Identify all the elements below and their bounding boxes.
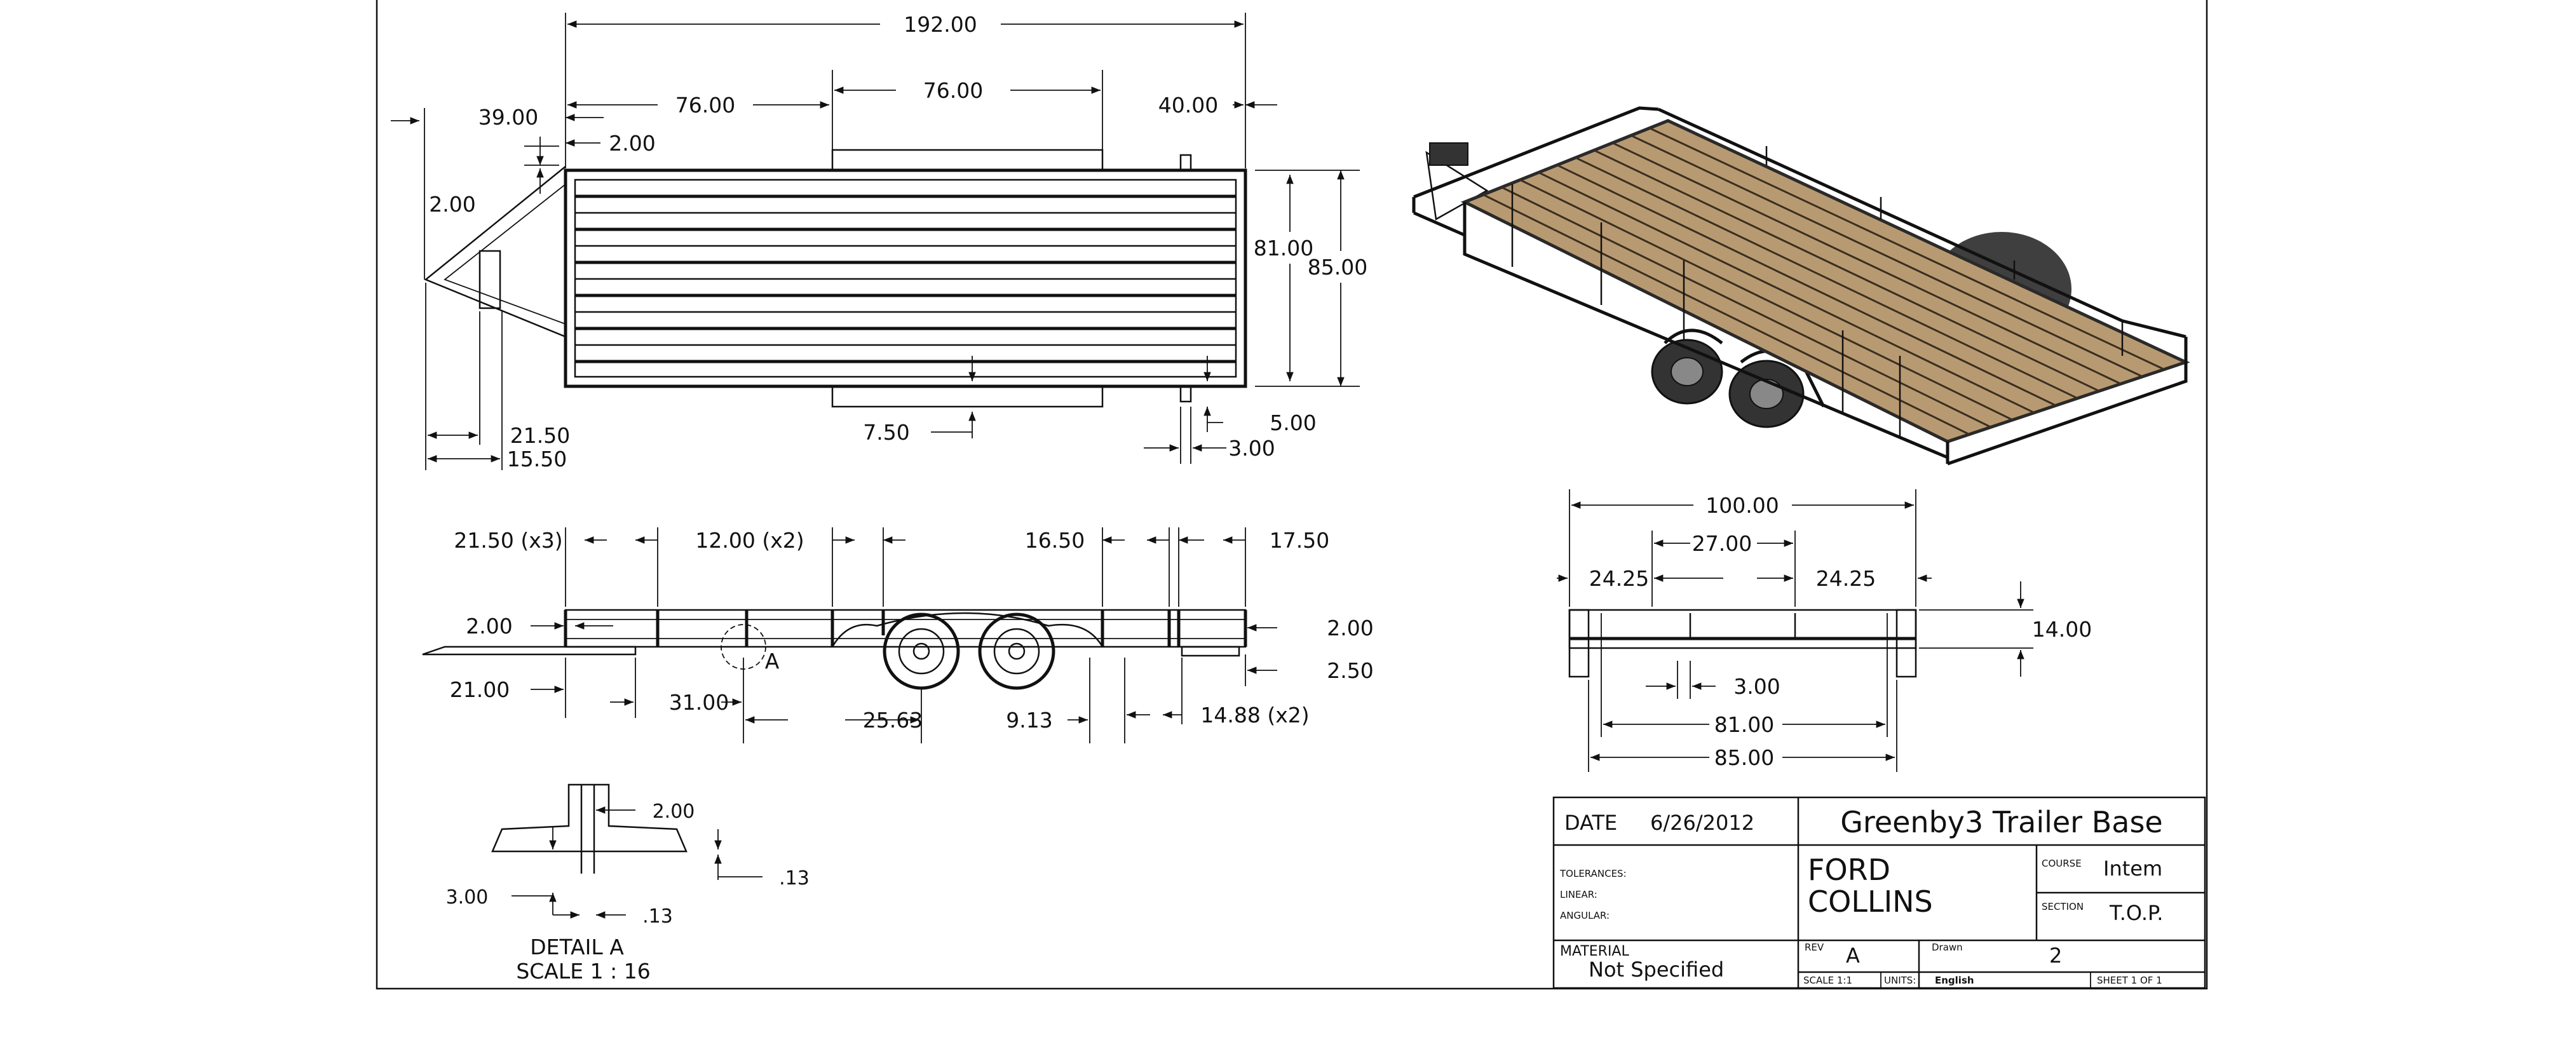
dim-end-overall: 100.00 xyxy=(1705,493,1779,518)
deck-board-iso xyxy=(1630,134,2143,378)
detail-right-dim: .13 xyxy=(779,867,810,890)
deck-board-iso xyxy=(1538,172,2035,414)
dim-rail-height: 2.00 xyxy=(466,614,512,639)
drawn-value: 2 xyxy=(2049,944,2062,968)
detail-left-dim: 3.00 xyxy=(446,886,489,909)
detail-scale: SCALE 1 : 16 xyxy=(516,959,650,984)
dim-rail-right: 2.00 xyxy=(1327,616,1373,640)
dim-end-post: 3.00 xyxy=(1733,674,1780,699)
deck-boards-iso xyxy=(1482,127,2165,435)
dim-axle-front: 31.00 xyxy=(669,690,729,715)
side-view: A 21.50 (x3) 12.00 (x2) 16.50 17.50 2.00… xyxy=(422,527,1374,743)
dim-end-center: 27.00 xyxy=(1692,531,1752,556)
dim-axle-spacing: 25.63 xyxy=(863,708,923,733)
date-value: 6/26/2012 xyxy=(1650,811,1754,835)
date-label: DATE xyxy=(1564,811,1617,835)
sheet-border xyxy=(376,0,2208,990)
dim-rear-offset: 40.00 xyxy=(1158,93,1218,118)
dim-stake-spacing-2: 12.00 (x2) xyxy=(695,528,804,553)
material-value: Not Specified xyxy=(1589,957,1724,982)
section-value: T.O.P. xyxy=(2109,901,2163,925)
company-line1: FORD xyxy=(1808,853,1890,887)
material-label: MATERIAL xyxy=(1560,944,1629,959)
deck-board-iso xyxy=(1556,164,2057,407)
detail-profile xyxy=(491,783,688,853)
tongue-frame xyxy=(424,166,566,338)
fender-top xyxy=(831,149,1104,172)
rev-label: REV xyxy=(1805,942,1824,953)
side-rail xyxy=(564,609,1247,648)
detail-a: 2.00 .13 3.00 .13 DETAIL A SCALE 1 : 16 xyxy=(446,783,810,984)
dim-rear-spacing: 16.50 xyxy=(1025,528,1085,553)
detail-bottom-dim: .13 xyxy=(642,905,673,928)
dim-stake-spacing: 21.50 (x3) xyxy=(454,528,562,553)
units-value: English xyxy=(1935,975,1974,986)
end-frame xyxy=(1568,609,1917,649)
angular-label: ANGULAR: xyxy=(1560,910,1610,921)
dim-crossmember: 7.50 xyxy=(863,420,909,445)
deck-board-iso xyxy=(1593,149,2100,392)
dim-overall-width: 85.00 xyxy=(1308,255,1367,280)
deck-board-iso xyxy=(1575,156,2078,400)
units-label: UNITS: xyxy=(1884,975,1916,986)
deck-board-iso xyxy=(1519,179,2013,421)
dim-end-height: 14.00 xyxy=(2032,617,2092,642)
course-value: Intem xyxy=(2103,856,2162,881)
dim-tongue-a: 21.50 xyxy=(510,423,570,448)
side-wheels xyxy=(883,612,1055,690)
top-view: 192.00 76.00 76.00 40.00 39.00 2.00 2.00 xyxy=(391,12,1367,471)
dim-tongue-width: 2.00 xyxy=(429,192,475,217)
dim-hitch-offset: 39.00 xyxy=(478,105,538,130)
dim-small-gap: 2.00 xyxy=(609,131,655,156)
dim-tongue-front: 21.00 xyxy=(450,677,510,702)
deck-board-iso xyxy=(1649,127,2165,370)
dim-overall-length: 192.00 xyxy=(904,12,977,37)
dim-end-outer: 85.00 xyxy=(1714,745,1774,770)
company-line2: COLLINS xyxy=(1808,884,1933,919)
fender-bottom xyxy=(831,385,1104,408)
dim-tongue-b: 15.50 xyxy=(507,447,567,471)
tolerances-label: TOLERANCES: xyxy=(1559,868,1627,879)
title-block: DATE 6/26/2012 Greenby3 Trailer Base TOL… xyxy=(1552,796,2206,989)
dim-rail-bottom: 2.50 xyxy=(1327,658,1373,683)
deck-boards xyxy=(575,194,1236,363)
isometric-view xyxy=(1412,106,2190,466)
dim-rear-offset-side: 9.13 xyxy=(1006,708,1052,733)
dim-deck-width: 81.00 xyxy=(1254,236,1313,260)
detail-top-dim: 2.00 xyxy=(653,801,695,823)
detail-title: DETAIL A xyxy=(530,935,624,959)
dim-rear-b: 3.00 xyxy=(1228,436,1275,461)
dim-rear-end: 17.50 xyxy=(1270,528,1329,553)
deck-board-iso xyxy=(1501,186,1991,428)
drawn-label: Drawn xyxy=(1932,942,1963,953)
dim-end-right: 24.25 xyxy=(1816,566,1876,591)
dim-fender-span: 76.00 xyxy=(923,78,983,103)
course-label: COURSE xyxy=(2042,858,2082,869)
dim-end-left: 24.25 xyxy=(1589,566,1649,591)
linear-label: LINEAR: xyxy=(1560,889,1597,900)
drawing-title: Greenby3 Trailer Base xyxy=(1840,805,2162,839)
sheet-label: SHEET 1 OF 1 xyxy=(2097,975,2162,986)
dim-rear-step: 14.88 (x2) xyxy=(1200,703,1309,727)
rev-value: A xyxy=(1846,944,1860,968)
scale-label: SCALE 1:1 xyxy=(1803,975,1852,986)
dim-end-inner: 81.00 xyxy=(1714,712,1774,737)
section-label: SECTION xyxy=(2042,901,2084,912)
dim-tongue-length: 76.00 xyxy=(675,93,735,118)
dim-rear-a: 5.00 xyxy=(1270,410,1316,435)
deck-iso xyxy=(1460,119,2190,443)
detail-callout: A xyxy=(765,649,780,673)
deck-board-iso xyxy=(1482,194,1970,435)
end-view: 100.00 27.00 24.25 24.25 14.00 3.00 81.0… xyxy=(1557,489,2092,772)
deck-board-iso xyxy=(1612,142,2122,385)
